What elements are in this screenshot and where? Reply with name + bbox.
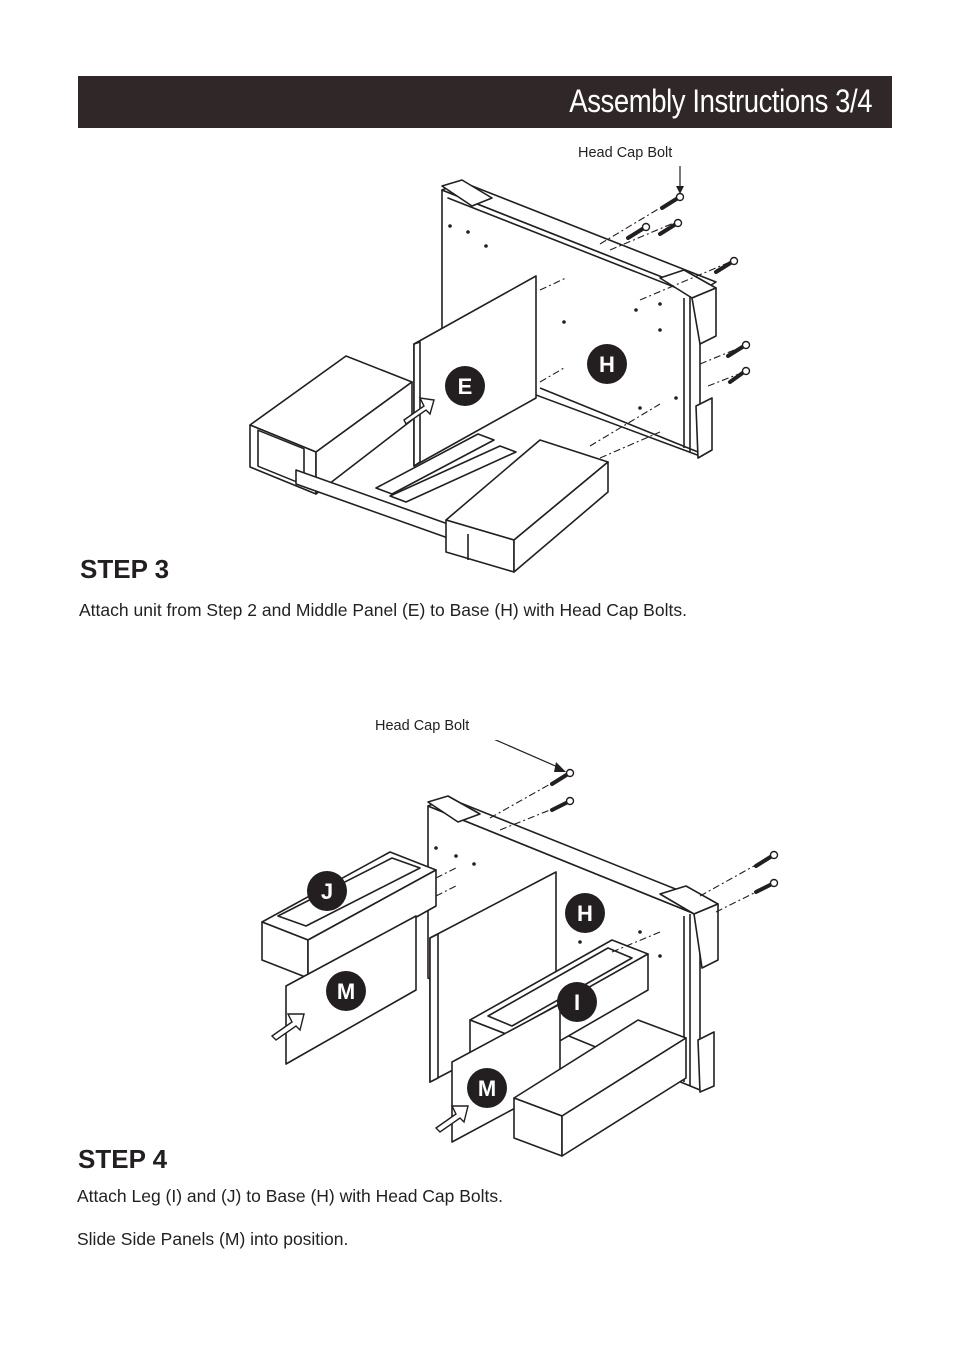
step4-instruction-1: Attach Leg (I) and (J) to Base (H) with … (77, 1186, 504, 1206)
step3-title: STEP 3 (80, 554, 170, 584)
part-label-m-left: M (337, 979, 355, 1004)
step3-illustration: E H (0, 140, 954, 580)
step4-title: STEP 4 (78, 1144, 168, 1174)
step4-illustration: J H M I M (0, 740, 954, 1160)
part-label-j: J (321, 879, 333, 904)
step4-instruction-2: Slide Side Panels (M) into position. (77, 1229, 349, 1249)
part-label-m-right: M (478, 1076, 496, 1101)
part-label-e: E (458, 374, 473, 399)
part-label-h: H (599, 352, 615, 377)
page-title: Assembly Instructions 3/4 (569, 83, 872, 119)
step3-callout-head-cap-bolt: Head Cap Bolt (578, 145, 673, 161)
step4-callout-head-cap-bolt: Head Cap Bolt (375, 718, 470, 734)
part-label-i: I (574, 990, 580, 1015)
header-bar: Assembly Instructions 3/4 (78, 76, 892, 128)
part-label-h: H (577, 901, 593, 926)
step3-instruction: Attach unit from Step 2 and Middle Panel… (79, 600, 687, 620)
